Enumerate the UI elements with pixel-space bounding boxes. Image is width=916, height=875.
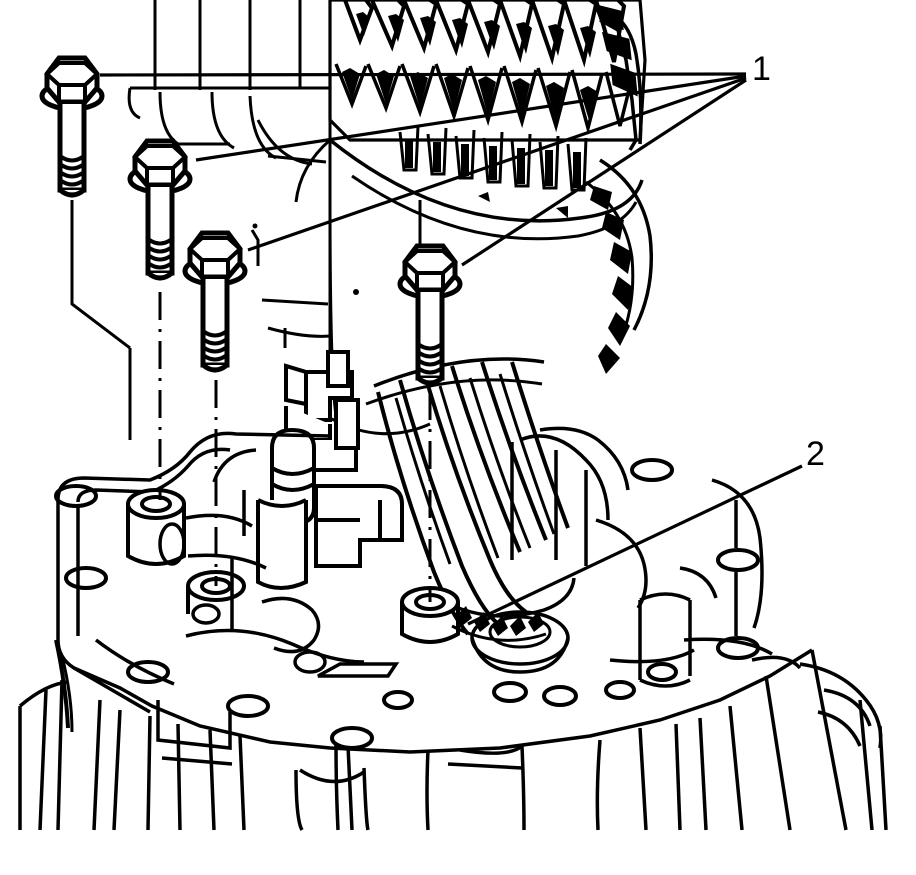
callout-number-2: 2 [806,435,825,473]
leader-lines-callout-1 [99,72,747,267]
callout-number-1: 1 [752,50,771,88]
transmission-case [18,426,888,831]
bolt-1-offset-centerline [70,200,132,440]
leader-line-callout-2 [467,464,803,626]
shift-fork-assembly [256,350,404,590]
